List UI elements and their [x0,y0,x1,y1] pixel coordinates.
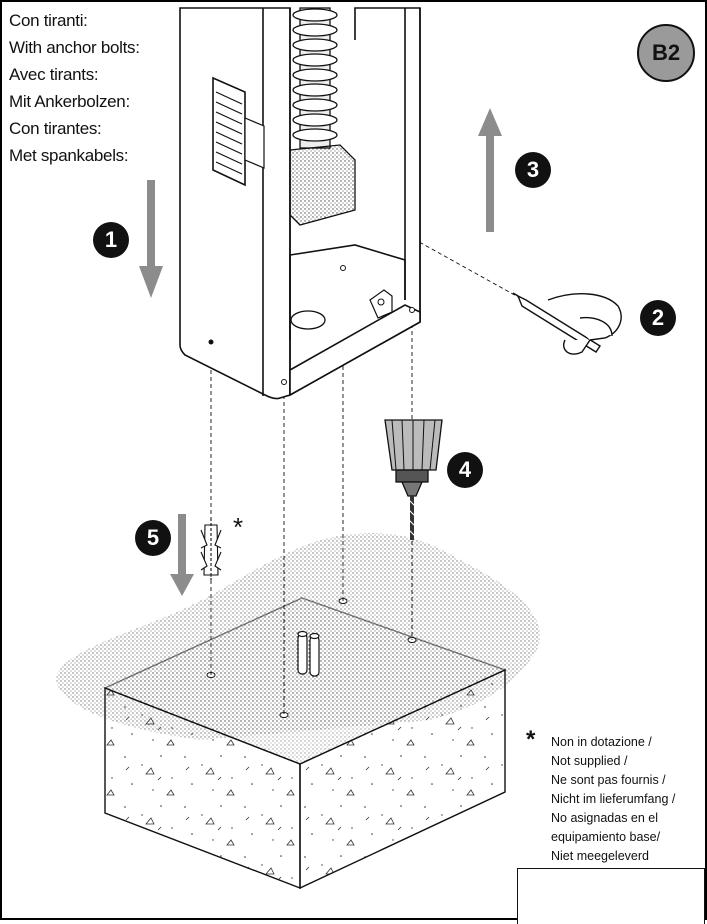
pencil-hand-icon [512,292,622,355]
wall-plug-inset [517,868,705,924]
down-arrow-icon [139,180,163,298]
step-4-marker: 4 [447,452,483,488]
heading-label-fr: Avec tirants: [9,65,99,84]
heading-label-nl: Met spankabels: [9,146,129,165]
vent-grille [212,76,265,187]
concrete-block [103,597,507,890]
note-line: Ne sont pas fournis / [551,773,666,787]
note-line: Niet meegeleverd [551,849,649,863]
step-1-marker: 1 [93,222,129,258]
not-supplied-asterisk: * [233,512,244,542]
note-asterisk: * [526,726,536,753]
step-5-marker: 5 [135,520,171,556]
drill-icon [384,419,443,540]
heading-label-it: Con tiranti: [9,11,88,30]
note-line: Non in dotazione / [551,735,652,749]
down-arrow-icon [170,514,194,596]
step-2-marker: 2 [640,300,676,336]
note-line: Nicht im lieferumfang / [551,792,676,806]
heading-label-es: Con tirantes: [9,119,102,138]
note-line: No asignadas en el [551,811,659,825]
up-arrow-icon [478,108,502,232]
barrier-column [179,7,421,400]
step-3-marker: 3 [515,152,551,188]
heading-label-de: Mit Ankerbolzen: [9,92,130,111]
spring [292,7,338,149]
note-line: equipamiento base/ [551,830,661,844]
wall-plug-icon [200,518,222,580]
figure-badge: B2 [637,24,695,82]
perforated-bracket [289,144,356,226]
heading-label-en: With anchor bolts: [9,38,140,57]
note-line: Not supplied / [551,754,628,768]
cable-conduits [297,630,320,677]
